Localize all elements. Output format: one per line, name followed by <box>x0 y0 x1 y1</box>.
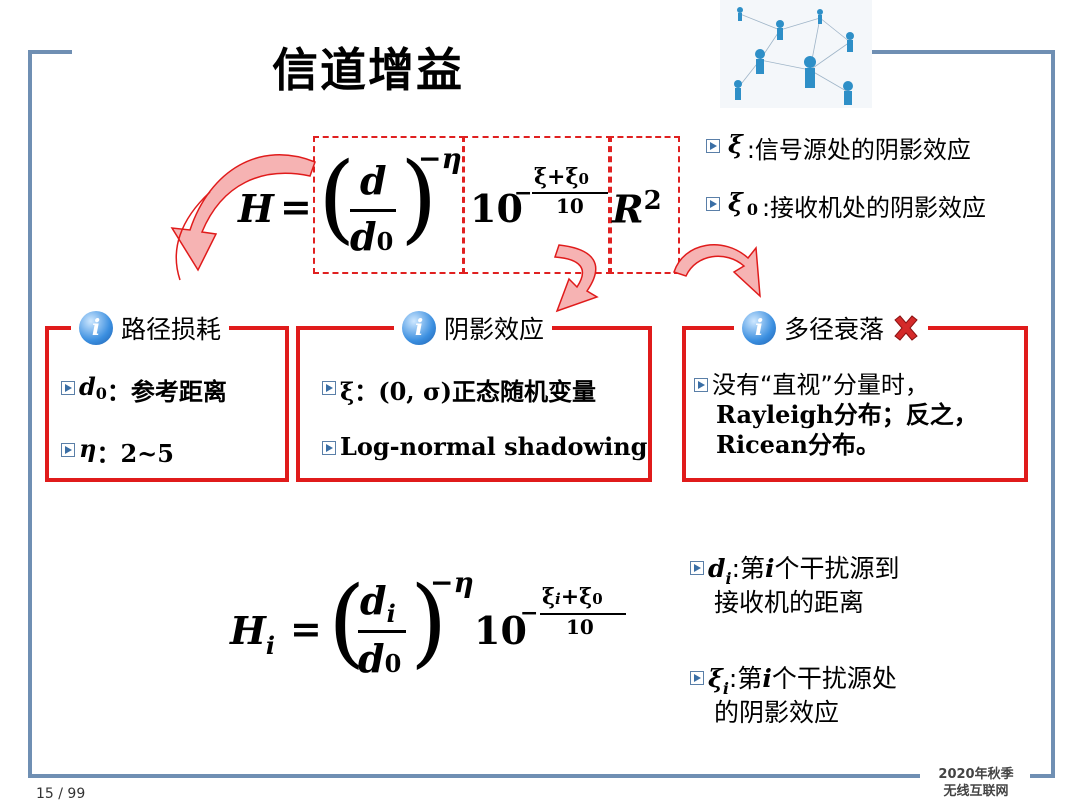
card-path-loss-header: i 路径损耗 <box>71 310 230 346</box>
slide-frame-bottom-right <box>1030 774 1055 778</box>
formula-i-exponent: −η <box>430 566 474 599</box>
side-note-xi: ξ:信号源处的阴影效应 <box>706 130 971 165</box>
slide-title: 信道增益 <box>272 43 464 97</box>
formula-i-left-paren: ( <box>328 566 366 678</box>
formula-main-exponent: −η <box>418 142 462 175</box>
card-shadowing-line-lognormal: Log-normal shadowing <box>322 432 647 461</box>
bullet-arrow-icon <box>322 441 336 455</box>
formula-i-numerator: di <box>360 578 396 628</box>
formula-i-right-paren: ) <box>410 566 448 678</box>
dashed-box-multipath <box>608 136 680 274</box>
bullet-arrow-icon <box>322 381 336 395</box>
card-multipath: i 多径衰落 没有“直视”分量时， Rayleigh分布；反之， Ricean分… <box>682 310 1028 482</box>
arrow-formula-to-path-loss <box>170 154 316 281</box>
page-number: 15 / 99 <box>36 786 86 802</box>
slide-frame-top-right <box>872 50 1055 54</box>
slide-frame-left <box>28 50 32 778</box>
card-multipath-header: i 多径衰落 <box>734 310 929 346</box>
formula-i-exp2-minus: − <box>520 600 539 626</box>
bullet-arrow-icon <box>706 139 720 153</box>
red-cross-icon <box>894 315 918 341</box>
formula-main-left-paren: ( <box>318 142 356 254</box>
network-people-image <box>720 0 872 108</box>
bullet-arrow-icon <box>61 381 75 395</box>
bullet-arrow-icon <box>690 671 704 685</box>
formula-main-exp2-bar <box>532 192 608 194</box>
formula-main-exp2-numerator: ξ+ξ0 <box>534 164 589 190</box>
slide-frame-bottom-left <box>28 774 920 778</box>
formula-i-exp2-denominator: 10 <box>566 615 594 639</box>
footer-course: 2020年秋季 无线互联网 <box>924 766 1028 800</box>
slide-frame-right <box>1051 50 1055 778</box>
side-note-xii-line2: 的阴影效应 <box>714 698 840 727</box>
card-shadowing-line-xi: ξ：(0, σ)正态随机变量 <box>322 372 596 407</box>
formula-main-numerator: d <box>360 158 387 203</box>
formula-main-r: R2 <box>612 186 662 232</box>
formula-i-exp2-bar <box>540 613 626 615</box>
card-shadowing: i 阴影效应 ξ：(0, σ)正态随机变量 Log-normal shadowi… <box>296 310 652 482</box>
footer-line2: 无线互联网 <box>943 784 1009 799</box>
formula-main-ten: 10 <box>470 186 523 231</box>
card-path-loss-line-eta: η：2~5 <box>61 434 174 469</box>
formula-main-equals: = <box>280 184 312 229</box>
formula-i-lhs: Hi <box>230 608 276 660</box>
formula-main-denominator: d0 <box>350 214 394 259</box>
formula-i-exp2-numerator: ξi+ξ0 <box>542 584 603 610</box>
info-icon: i <box>742 311 776 345</box>
bullet-arrow-icon <box>61 443 75 457</box>
info-icon: i <box>402 311 436 345</box>
arrow-formula-to-shadowing <box>553 244 599 313</box>
formula-i-fraction-bar <box>358 630 406 633</box>
card-shadowing-header: i 阴影效应 <box>394 310 553 346</box>
card-multipath-text: 没有“直视”分量时， Rayleigh分布；反之， Ricean分布。 <box>694 370 978 460</box>
slide-frame-top-left <box>28 50 72 54</box>
formula-i-ten: 10 <box>474 608 527 653</box>
formula-main-lhs: H <box>238 186 274 231</box>
formula-main-fraction-bar <box>350 209 396 212</box>
arrow-formula-to-multipath <box>673 244 761 298</box>
formula-main-right-paren: ) <box>400 142 438 254</box>
side-note-di-line2: 接收机的距离 <box>714 588 865 617</box>
formula-main-exp2-minus: − <box>514 180 533 206</box>
bullet-arrow-icon <box>690 561 704 575</box>
formula-i-equals: = <box>290 606 322 651</box>
info-icon: i <box>79 311 113 345</box>
formula-main-exp2-denominator: 10 <box>556 194 584 218</box>
dashed-box-shadowing <box>462 136 612 274</box>
formula-i-denominator: d0 <box>358 636 402 681</box>
bullet-arrow-icon <box>694 378 708 392</box>
footer-line1: 2020年秋季 <box>938 767 1014 782</box>
bullet-arrow-icon <box>706 197 720 211</box>
dashed-box-path-loss <box>313 136 465 274</box>
